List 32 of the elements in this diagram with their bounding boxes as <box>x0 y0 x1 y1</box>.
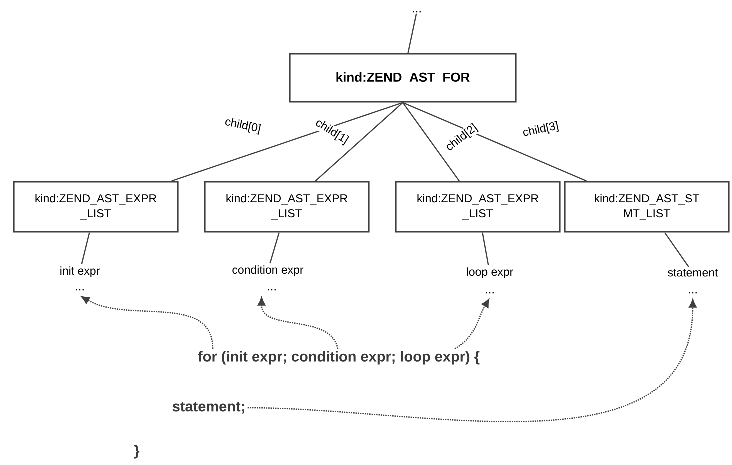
dotted-arrow <box>81 296 214 350</box>
child-label-text: loop expr <box>467 268 514 278</box>
code-text: for (init expr; condition expr; loop expr) { <box>198 351 480 365</box>
child-label-text: init expr <box>60 266 100 278</box>
edge-label: child[0] <box>222 116 264 136</box>
connector-line <box>408 14 418 54</box>
ast-node-box: kind:ZEND_AST_EXPR _LIST <box>204 181 370 233</box>
ellipsis-text: ... <box>268 289 276 291</box>
connector-line <box>402 102 587 182</box>
ast-node-box: kind:ZEND_AST_ST MT_LIST <box>564 181 730 233</box>
dotted-arrow <box>258 297 339 350</box>
edge-label: child[3] <box>520 120 562 140</box>
ellipsis-text: ... <box>413 11 421 13</box>
connector-line <box>664 232 690 268</box>
dotted-arrow <box>248 299 697 422</box>
connector-line <box>270 232 280 264</box>
child-label-text: condition expr <box>232 266 304 276</box>
ellipsis-text: ... <box>76 289 84 291</box>
dotted-arrow <box>454 299 490 350</box>
connector-line <box>172 102 404 182</box>
ast-node-box: kind:ZEND_AST_EXPR _LIST <box>395 181 561 233</box>
brace-text: } <box>134 445 140 459</box>
code-text: statement; <box>172 402 244 414</box>
ast-node-box: kind:ZEND_AST_FOR <box>289 53 517 103</box>
ellipsis-text: ... <box>689 292 697 294</box>
connector-line <box>402 102 460 182</box>
ellipsis-text: ... <box>486 292 494 294</box>
ast-node-box: kind:ZEND_AST_EXPR _LIST <box>13 181 179 233</box>
connector-line <box>81 232 90 265</box>
child-label-text: statement <box>668 269 718 277</box>
connector-line <box>482 232 490 266</box>
connector-line <box>315 102 404 182</box>
